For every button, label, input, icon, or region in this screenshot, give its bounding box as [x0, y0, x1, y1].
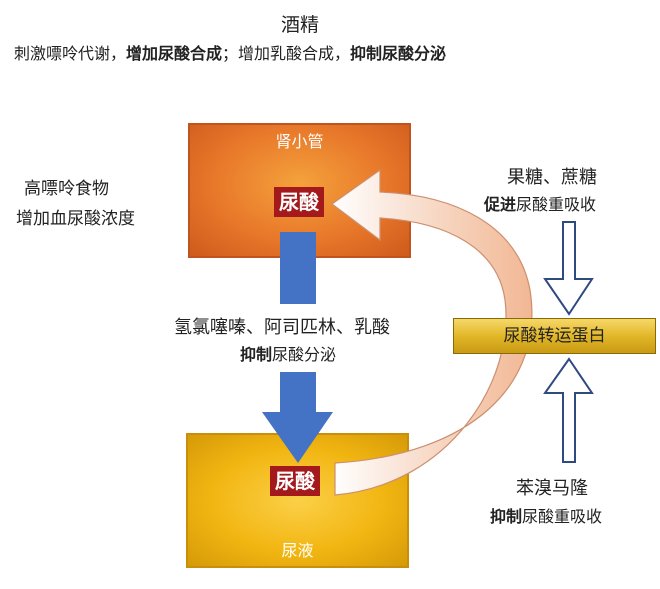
secretion-arrow-shaft-top — [280, 232, 316, 304]
high-purine-food-label: 高嘌呤食物 — [24, 179, 109, 199]
inhibit-secretion-label: 抑制尿酸分泌 — [240, 341, 336, 365]
promote-reabsorption-label: 促进尿酸重吸收 — [484, 191, 596, 215]
kidney-uric-acid-badge: 尿酸 — [274, 187, 324, 217]
secretion-inhibitors-label: 氢氯噻嗪、阿司匹林、乳酸 — [174, 317, 390, 338]
benzbromarone-label: 苯溴马隆 — [516, 478, 588, 499]
inhibit-secretion-rest: 尿酸分泌 — [272, 345, 337, 364]
alcohol-effect-part-4: 抑制尿酸分泌 — [350, 44, 447, 63]
increase-blood-uric-acid-label: 增加血尿酸浓度 — [16, 209, 135, 229]
alcohol-effect-line: 刺激嘌呤代谢，增加尿酸合成；增加乳酸合成，抑制尿酸分泌 — [14, 40, 446, 64]
urine-uric-acid-badge: 尿酸 — [270, 466, 320, 496]
reabsorption-curved-arrow — [330, 168, 533, 496]
fructose-sucrose-label: 果糖、蔗糖 — [507, 167, 597, 188]
inhibit-secretion-bold: 抑制 — [240, 345, 273, 364]
urine-label: 尿液 — [281, 541, 314, 560]
promote-reabsorption-bold: 促进 — [484, 195, 517, 214]
kidney-tubule-label: 肾小管 — [275, 132, 324, 151]
inhibit-reabsorption-bold: 抑制 — [490, 507, 523, 526]
promote-reabsorption-arrow — [543, 221, 594, 316]
alcohol-effect-part-3: ；增加乳酸合成， — [222, 44, 351, 63]
alcohol-effect-part-2: 增加尿酸合成 — [126, 44, 223, 63]
uric-acid-transporter: 尿酸转运蛋白 — [453, 318, 656, 354]
promote-reabsorption-rest: 尿酸重吸收 — [516, 195, 597, 214]
inhibit-reabsorption-rest: 尿酸重吸收 — [522, 507, 603, 526]
inhibit-reabsorption-label: 抑制尿酸重吸收 — [490, 503, 602, 527]
inhibit-reabsorption-arrow — [543, 357, 594, 463]
secretion-arrow-head — [262, 372, 333, 463]
alcohol-effect-part-1: 刺激嘌呤代谢， — [14, 44, 127, 63]
top-title: 酒精 — [280, 14, 319, 36]
